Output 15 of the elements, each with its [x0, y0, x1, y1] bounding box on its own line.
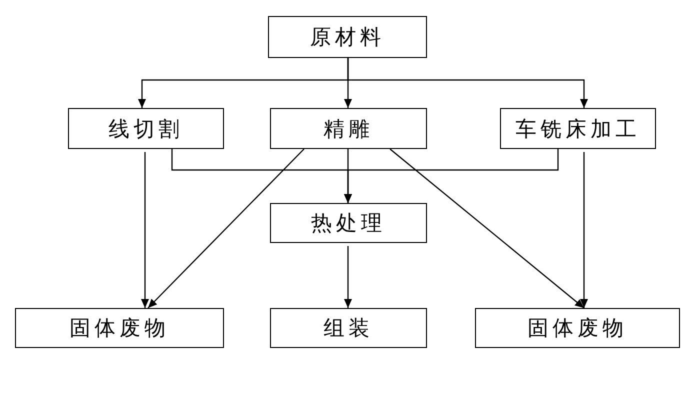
process-box: 车铣床加工: [500, 108, 656, 149]
process-box: 组装: [270, 308, 427, 348]
process-box: 固体废物: [15, 308, 224, 348]
process-box: 固体废物: [475, 308, 680, 348]
arrow: [344, 149, 559, 203]
arrow: [141, 152, 149, 308]
arrow: [344, 246, 352, 308]
process-box: 原材料: [268, 16, 427, 58]
process-box: 线切割: [68, 108, 224, 149]
arrow: [347, 58, 588, 108]
process-box: 精雕: [270, 108, 427, 149]
arrow: [148, 148, 304, 308]
process-box: 热处理: [270, 203, 427, 243]
arrow: [580, 152, 588, 308]
arrow: [390, 148, 584, 308]
